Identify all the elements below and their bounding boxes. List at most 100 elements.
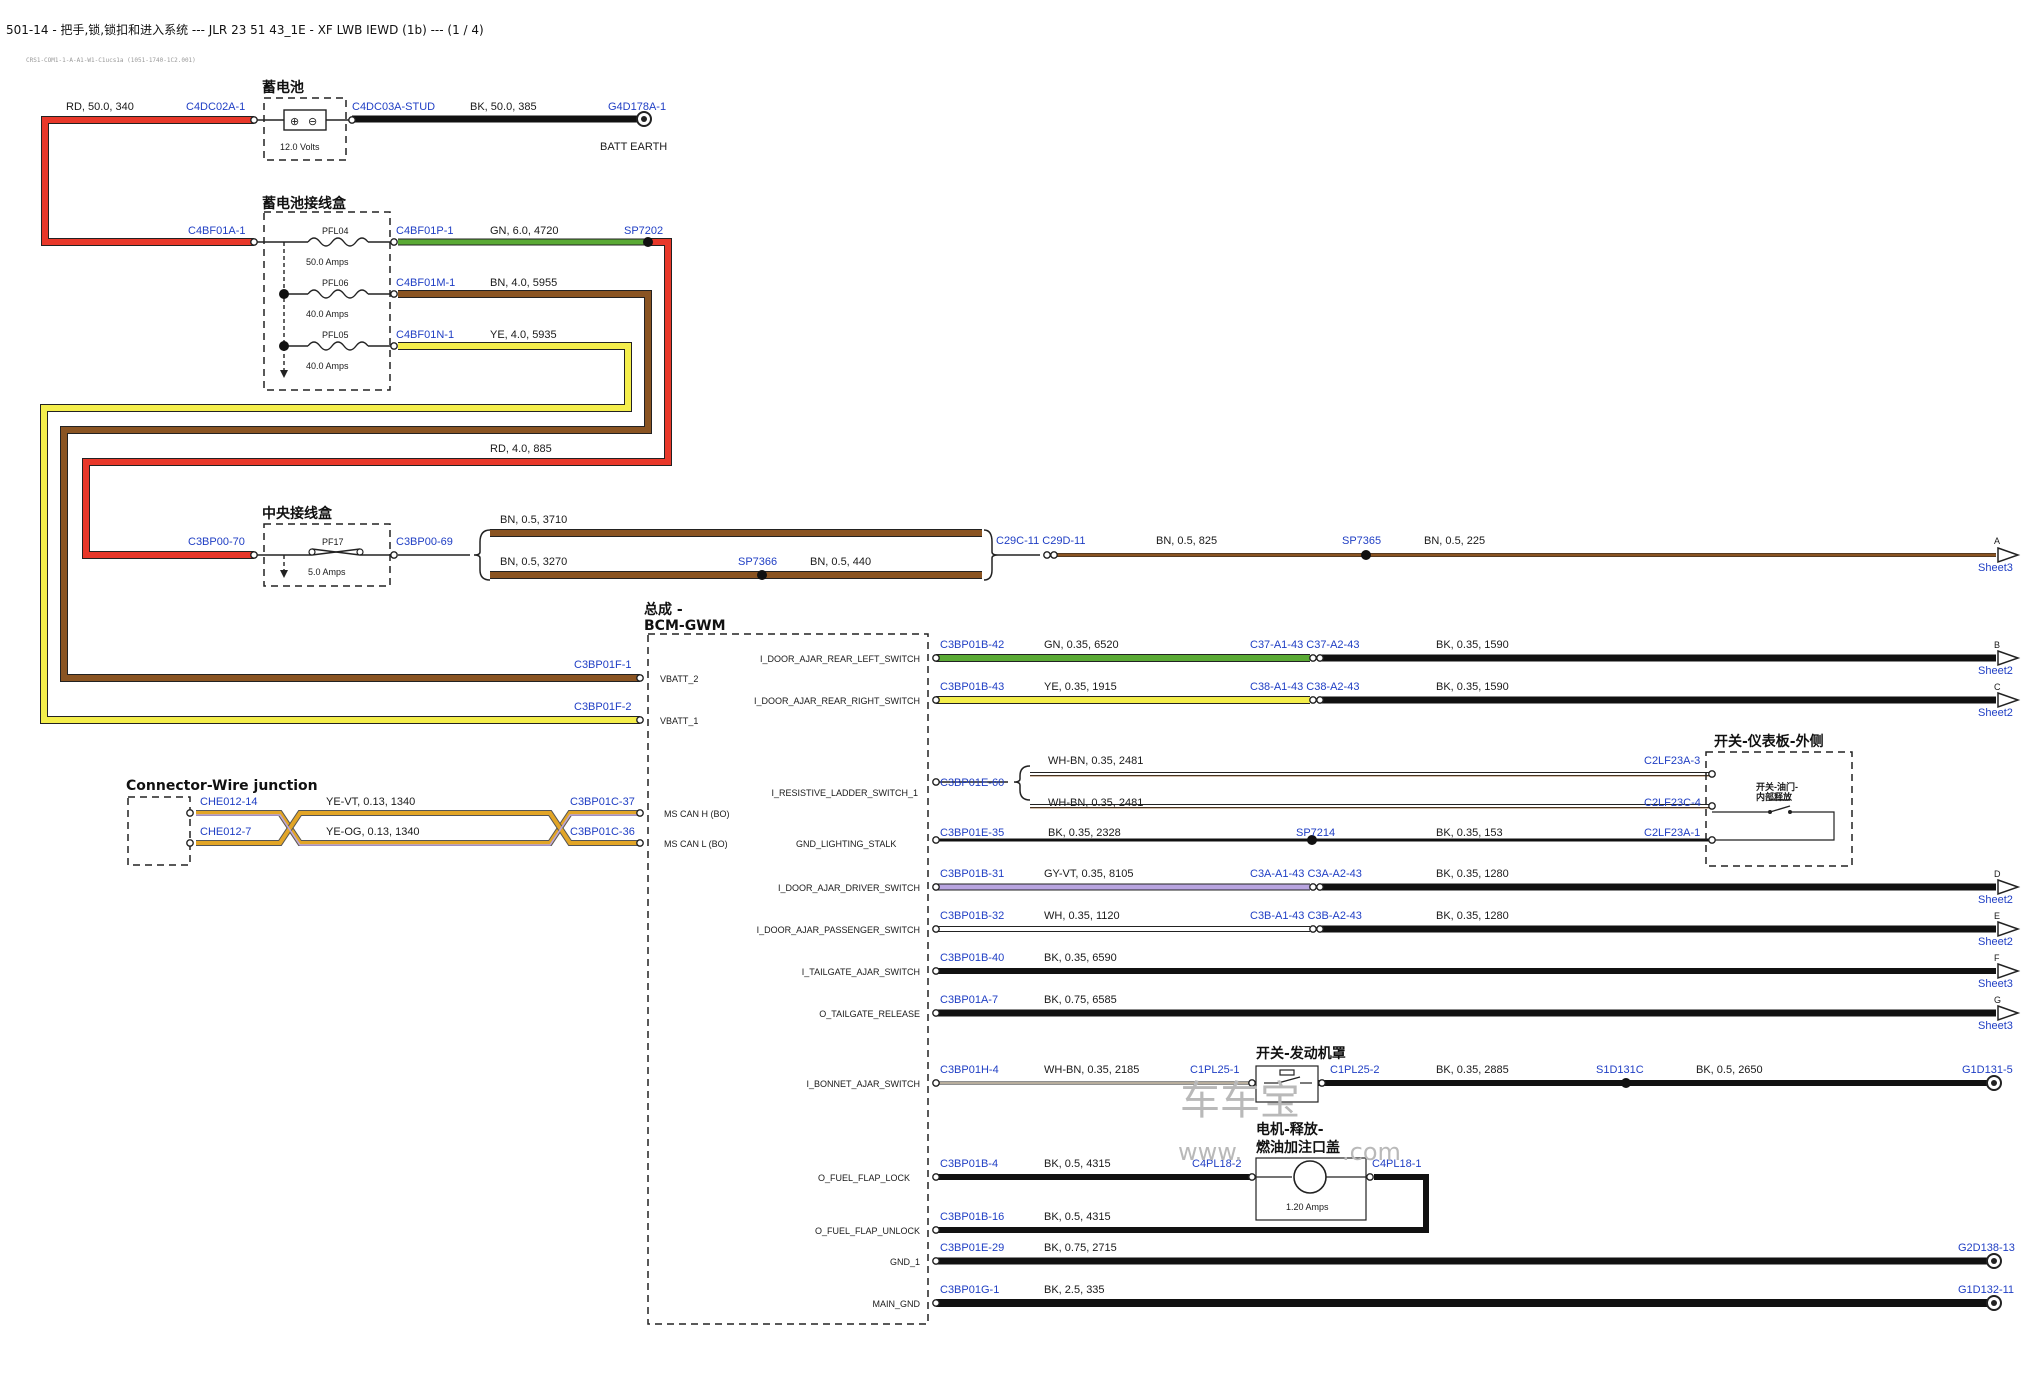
signal-driver: I_DOOR_AJAR_DRIVER_SWITCH <box>778 883 920 893</box>
wire-rear-right: YE, 0.35, 1915 <box>1044 681 1117 693</box>
cjb-fuse-id: PF17 <box>322 537 344 547</box>
bcm-can-h: MS CAN H (BO) <box>664 809 730 819</box>
fuse-pfl04-pin: C4BF01P-1 <box>396 225 453 237</box>
wires <box>40 115 1996 1307</box>
wire-bonnet-2: BK, 0.35, 2885 <box>1436 1064 1509 1076</box>
sheet-ref-c: Sheet2 <box>1978 707 2013 719</box>
cjb-wire-bot: BN, 0.5, 3270 <box>500 556 567 568</box>
dash-switch-internals <box>1712 799 1835 841</box>
sheet-ref-a: Sheet3 <box>1978 562 2013 574</box>
bjb-pin-in: C4BF01A-1 <box>188 225 245 237</box>
svg-text:⊕: ⊕ <box>290 116 299 128</box>
fuse-pfl04-wire: GN, 6.0, 4720 <box>490 225 559 237</box>
wire2-rear-left: BK, 0.35, 1590 <box>1436 639 1509 651</box>
diagram-subtitle: CRS1-COM1-1-A-A1-W1-C1ucs1a (1051-1740-1… <box>26 57 196 64</box>
dash-switch-box <box>1705 751 1853 867</box>
bonnet-switch-internals <box>1264 1069 1312 1084</box>
wire-driver: GY-VT, 0.35, 8105 <box>1044 868 1134 880</box>
pin-tailgate-release: C3BP01A-7 <box>940 994 998 1006</box>
fuse-pfl06-pin: C4BF01M-1 <box>396 277 455 289</box>
battery-box <box>263 97 347 161</box>
pin-passenger: C3BP01B-32 <box>940 910 1004 922</box>
sheet-letter-d: D <box>1994 869 2001 879</box>
motor-amps: 1.20 Amps <box>1286 1202 1329 1212</box>
pin-fuel-unlock: C3BP01B-16 <box>940 1211 1004 1223</box>
conn-rear-right: C38-A1-43 C38-A2-43 <box>1250 681 1359 693</box>
battery-volts: 12.0 Volts <box>280 142 320 152</box>
cjb-wire-225: BN, 0.5, 225 <box>1424 535 1485 547</box>
bcm-box <box>647 633 929 1325</box>
signal-gnd1: GND_1 <box>890 1257 920 1267</box>
ground-bonnet: G1D131-5 <box>1962 1064 2013 1076</box>
dash-switch-inner-1: 开关-油门- <box>1756 781 1798 792</box>
wire-rear-left: GN, 0.35, 6520 <box>1044 639 1119 651</box>
battery-pin-right: C4DC03A-STUD <box>352 101 435 113</box>
sheet-arrows <box>1997 547 2019 1021</box>
junction-pin-b: CHE012-7 <box>200 826 251 838</box>
splice-bonnet: S1D131C <box>1596 1064 1644 1076</box>
wire2-passenger: BK, 0.35, 1280 <box>1436 910 1509 922</box>
battery-earth-pin: G4D178A-1 <box>608 101 666 113</box>
sheet-ref-b: Sheet2 <box>1978 665 2013 677</box>
splice-sp7214: SP7214 <box>1296 827 1335 839</box>
fuse-pfl05-pin: C4BF01N-1 <box>396 329 454 341</box>
bcm-title-1: 总成 - <box>644 601 683 618</box>
signal-tailgate-ajar: I_TAILGATE_AJAR_SWITCH <box>802 967 920 977</box>
watermark-cn: 车车宝 <box>1180 1078 1300 1124</box>
sheet-letter-f: F <box>1994 953 2000 963</box>
wire-bonnet-3: BK, 0.5, 2650 <box>1696 1064 1763 1076</box>
bcm-title-2: BCM-GWM <box>644 618 726 634</box>
battery-title: 蓄电池 <box>262 79 304 96</box>
pin-gnd1: C3BP01E-29 <box>940 1242 1004 1254</box>
cjb-pin-in: C3BP00-70 <box>188 536 245 548</box>
cjb-conn-pair: C29C-11 C29D-11 <box>996 535 1085 547</box>
wire-tailgate-release: BK, 0.75, 6585 <box>1044 994 1117 1006</box>
svg-text:⊖: ⊖ <box>308 116 317 128</box>
signal-rear-right: I_DOOR_AJAR_REAR_RIGHT_SWITCH <box>754 696 920 706</box>
fuse-pfl05-amps: 40.0 Amps <box>306 361 349 371</box>
fuse-pfl05-id: PFL05 <box>322 330 349 340</box>
conn-passenger: C3B-A1-43 C3B-A2-43 <box>1250 910 1362 922</box>
battery-pin-left: C4DC02A-1 <box>186 101 245 113</box>
junction-wire-b: YE-OG, 0.13, 1340 <box>326 826 420 838</box>
pin-tailgate-ajar: C3BP01B-40 <box>940 952 1004 964</box>
wire-main-gnd: BK, 2.5, 335 <box>1044 1284 1105 1296</box>
wire-gnd-lighting-2: BK, 0.35, 153 <box>1436 827 1503 839</box>
pin-gnd-lighting: C3BP01E-35 <box>940 827 1004 839</box>
cjb-wire-mid: BN, 0.5, 440 <box>810 556 871 568</box>
wire-ye-og <box>196 811 640 845</box>
sheet-ref-e: Sheet2 <box>1978 936 2013 948</box>
sheet-letter-b: B <box>1994 640 2000 650</box>
dash-switch-inner-2: 内部释放 <box>1756 791 1793 802</box>
signal-ladder: I_RESISTIVE_LADDER_SWITCH_1 <box>771 788 918 798</box>
diagram-title: 501-14 - 把手,锁,锁扣和进入系统 --- JLR 23 51 43_1… <box>6 22 484 37</box>
pin-motor-left: C4PL18-2 <box>1192 1158 1242 1170</box>
wire-ye-vt <box>196 811 640 845</box>
junction-pin-c: C3BP01C-37 <box>570 796 635 808</box>
wire-rd-battery <box>42 117 254 245</box>
fuse-pfl06-wire: BN, 4.0, 5955 <box>490 277 557 289</box>
fuse-pfl06-amps: 40.0 Amps <box>306 309 349 319</box>
wire-fuel-lock: BK, 0.5, 4315 <box>1044 1158 1111 1170</box>
conn-rear-left: C37-A1-43 C37-A2-43 <box>1250 639 1359 651</box>
pin-rear-right: C3BP01B-43 <box>940 681 1004 693</box>
junction-pin-d: C3BP01C-36 <box>570 826 635 838</box>
signal-bonnet: I_BONNET_AJAR_SWITCH <box>806 1079 920 1089</box>
sheet-letter-a: A <box>1994 536 2000 546</box>
sheet-ref-g: Sheet3 <box>1978 1020 2013 1032</box>
pin-ladder-a: C2LF23A-3 <box>1644 755 1700 767</box>
conn-driver: C3A-A1-43 C3A-A2-43 <box>1250 868 1362 880</box>
fuel-motor-box <box>1255 1157 1367 1221</box>
bcm-pin-vbatt2: C3BP01F-1 <box>574 659 631 671</box>
cjb-wire-top: BN, 0.5, 3710 <box>500 514 567 526</box>
signal-fuel-lock: O_FUEL_FLAP_LOCK <box>818 1173 910 1183</box>
signal-fuel-unlock: O_FUEL_FLAP_UNLOCK <box>815 1226 920 1236</box>
wire-fuel-unlock: BK, 0.5, 4315 <box>1044 1211 1111 1223</box>
watermark-url-2: .com <box>1342 1138 1401 1166</box>
ground-gnd1: G2D138-13 <box>1958 1242 2015 1254</box>
signal-rear-left: I_DOOR_AJAR_REAR_LEFT_SWITCH <box>760 654 920 664</box>
wire-tailgate-ajar: BK, 0.35, 6590 <box>1044 952 1117 964</box>
bjb-title: 蓄电池接线盒 <box>262 195 347 212</box>
pin-bonnet-3: C1PL25-2 <box>1330 1064 1380 1076</box>
pin-ladder-c: C2LF23A-1 <box>1644 827 1700 839</box>
